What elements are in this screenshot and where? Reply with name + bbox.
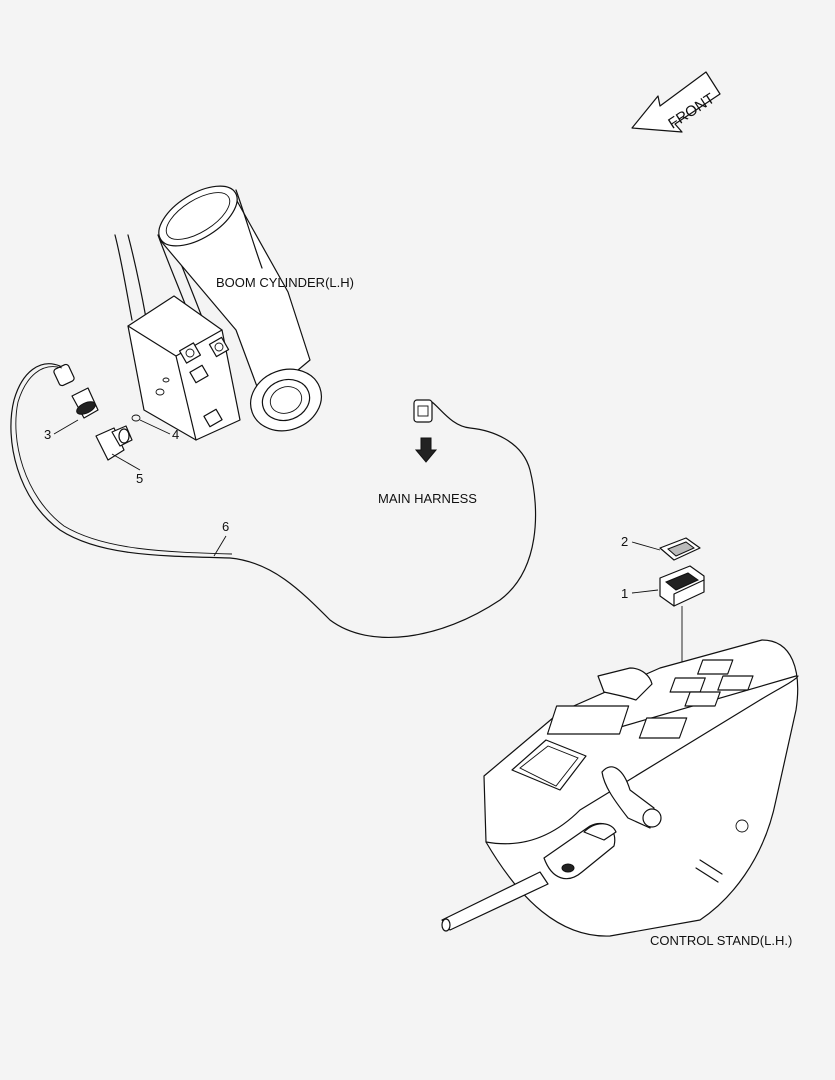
sensor-connector: [53, 363, 75, 387]
safety-lever: [597, 667, 653, 701]
main-harness-label: MAIN HARNESS: [378, 491, 477, 506]
callout-6: 6: [222, 519, 229, 534]
switch-slot: [669, 677, 706, 693]
switch-assembly: [659, 537, 705, 676]
callout-2: 2: [621, 534, 628, 549]
boom-cylinder-illustration: BOOM CYLINDER(L.H): [114, 185, 354, 441]
down-arrow-icon: [414, 437, 438, 463]
callout-4: 4: [172, 427, 179, 442]
callout-5: 5: [136, 471, 143, 486]
control-stand-illustration: CONTROL STAND(L.H.): [441, 639, 799, 948]
callouts: 3 4 5 6 2 1: [44, 419, 661, 601]
main-harness-connector: MAIN HARNESS: [378, 399, 477, 506]
control-stand-label: CONTROL STAND(L.H.): [650, 933, 792, 948]
boom-cylinder-label: BOOM CYLINDER(L.H): [216, 275, 354, 290]
front-direction-arrow: FRONT: [631, 71, 721, 133]
o-ring: [131, 414, 141, 422]
callout-1: 1: [621, 586, 628, 601]
callout-3: 3: [44, 427, 51, 442]
harness-wire: [10, 363, 537, 638]
pressure-switch-assembly: [53, 363, 141, 461]
block-fittings: [178, 336, 230, 428]
